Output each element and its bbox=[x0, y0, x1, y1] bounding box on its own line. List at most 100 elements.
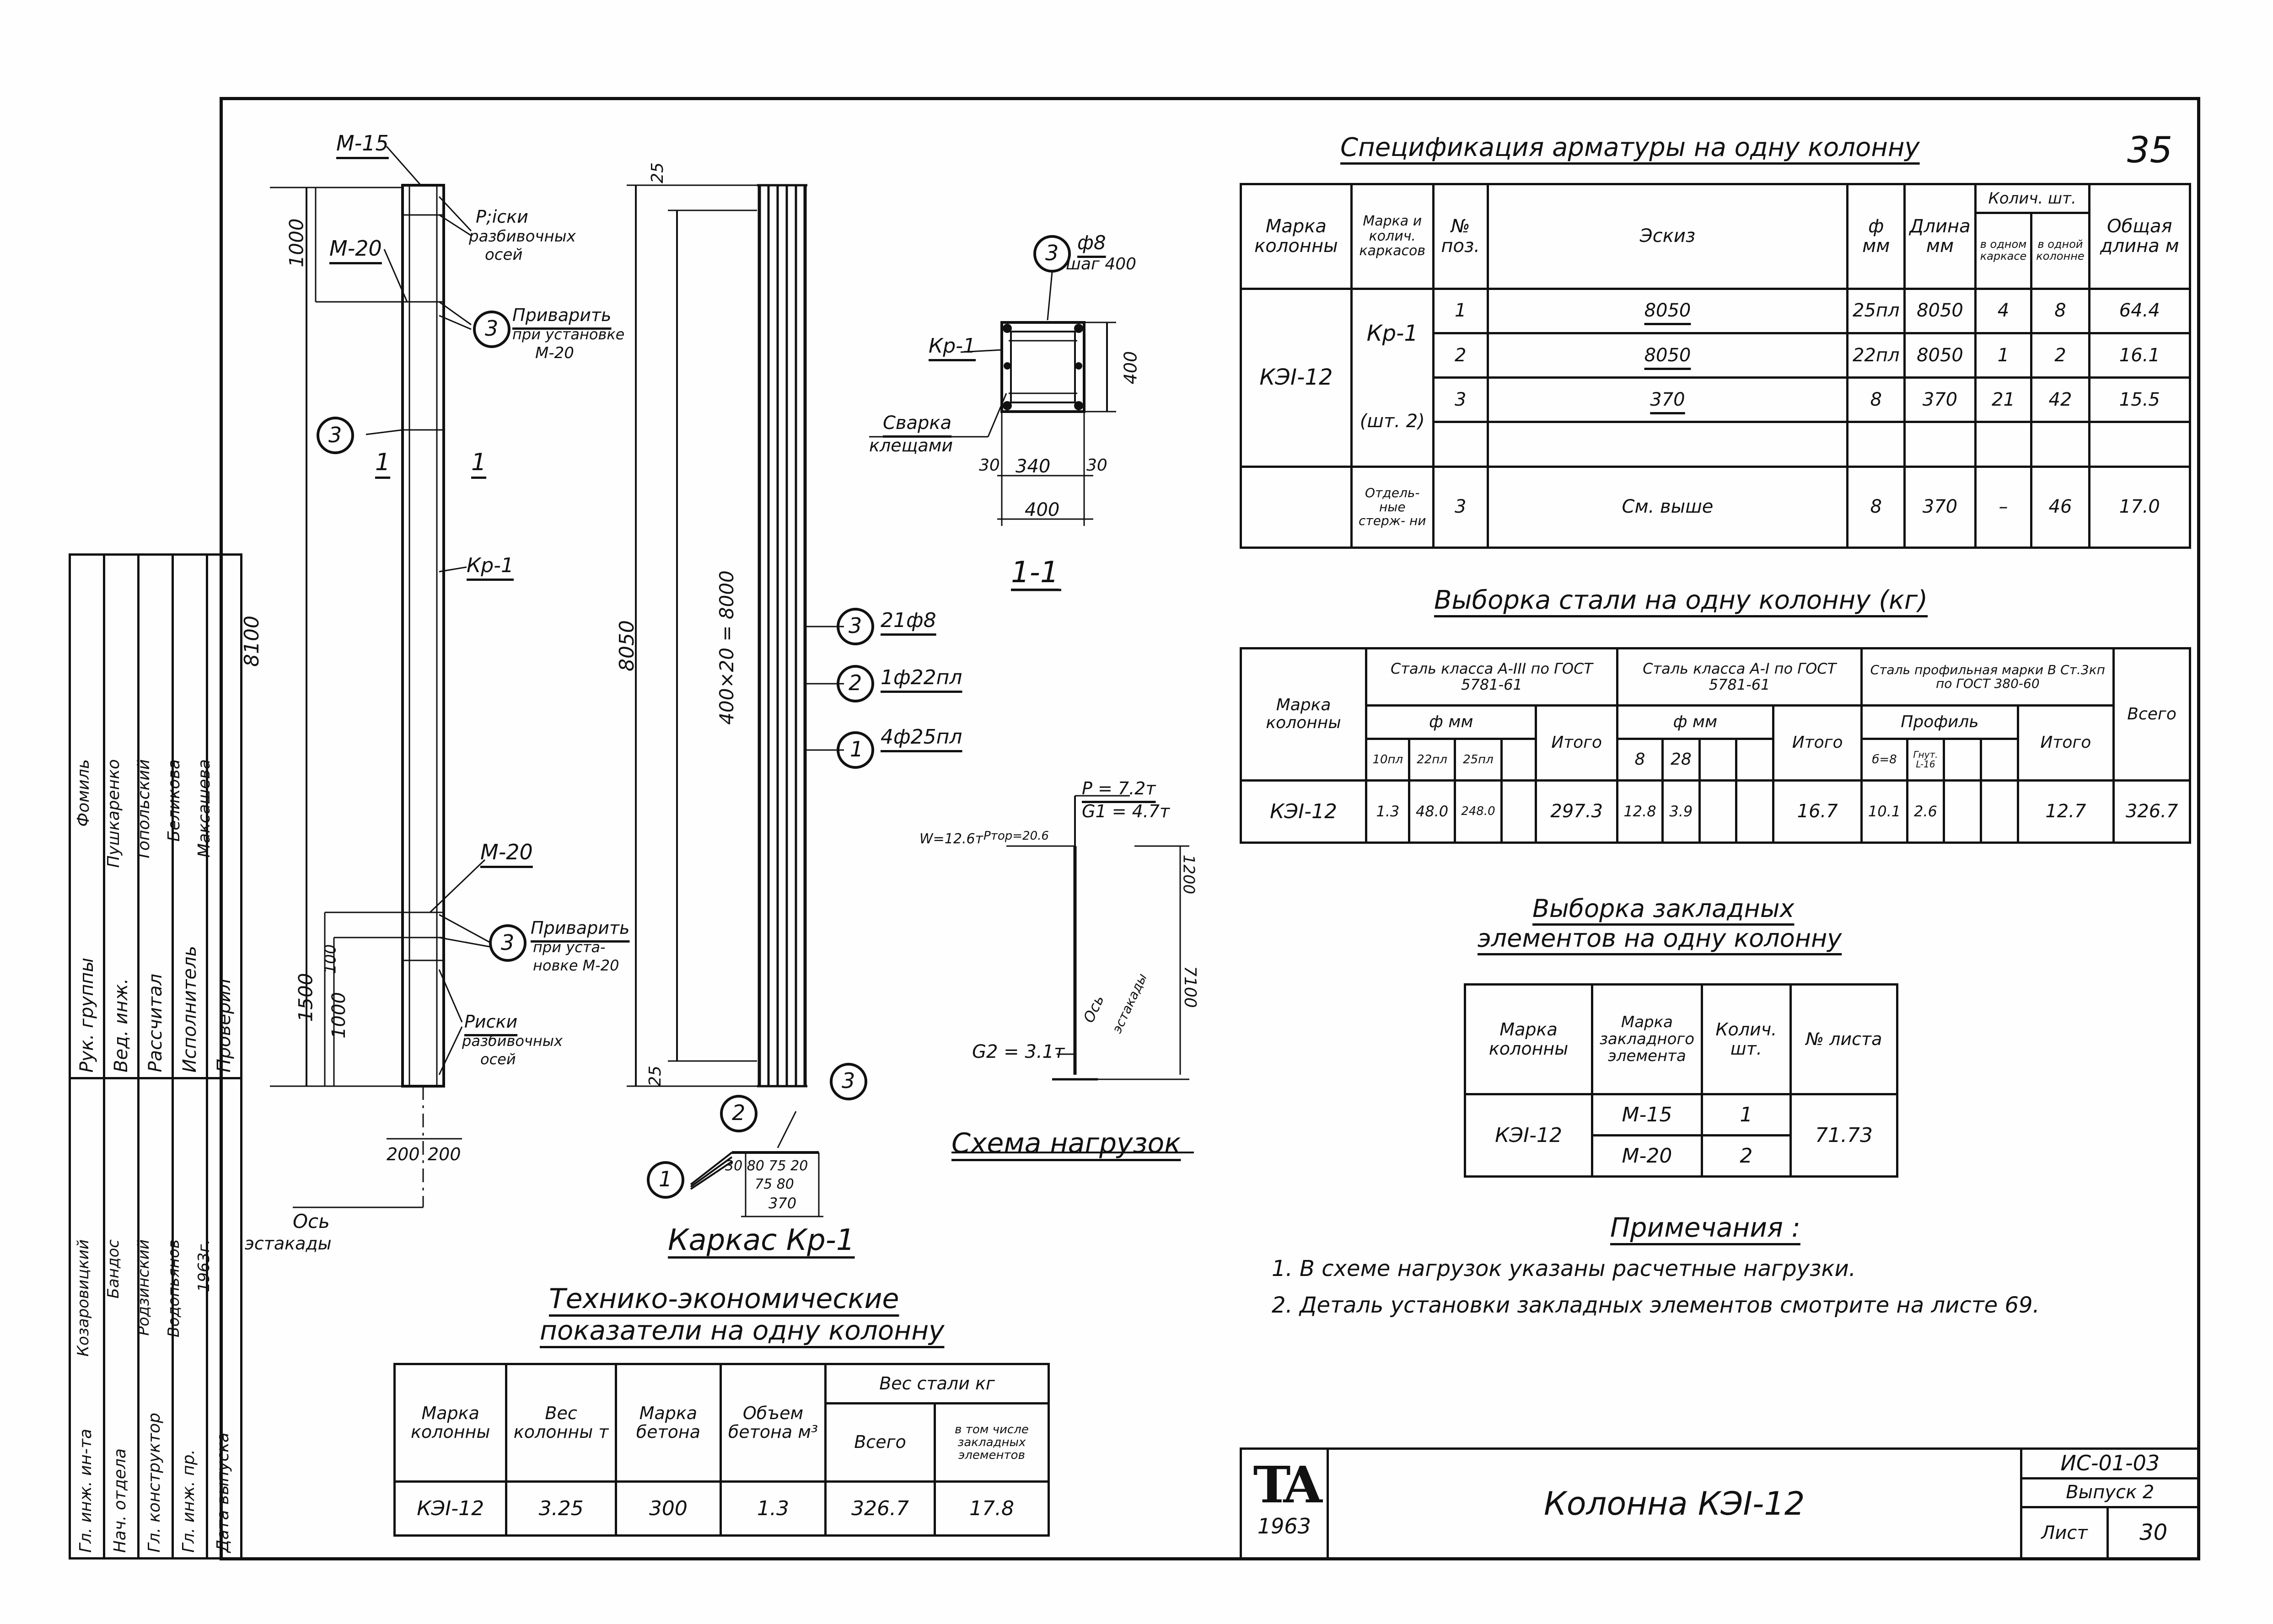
section-dim-340: 340 bbox=[1016, 456, 1051, 477]
load-caption: Схема нагрузок bbox=[951, 1127, 1181, 1159]
spec-row-1-q1: 4 bbox=[1974, 287, 2033, 334]
steel-h-d28: 28 bbox=[1661, 738, 1701, 782]
steel-row-b8: 10.1 bbox=[1860, 779, 1908, 844]
steel-h-d8: 8 bbox=[1616, 738, 1664, 782]
dim-1500: 1500 bbox=[294, 973, 317, 1022]
steel-table: Марка колонны Сталь класса А-III по ГОСТ… bbox=[1239, 647, 2191, 844]
dim-100: 100 bbox=[321, 944, 340, 974]
embed-column: КЭI-12 bbox=[1463, 1093, 1594, 1178]
load-p: P = 7.2т bbox=[1082, 778, 1156, 799]
sig-col-4: Исполнитель bbox=[172, 553, 208, 1079]
steel-h-itogo2: Итого bbox=[1772, 704, 1863, 782]
spec-column: КЭI-12 bbox=[1240, 287, 1353, 468]
steel-row-itogo1: 297.3 bbox=[1535, 779, 1618, 844]
frame-kr1 bbox=[627, 184, 874, 1217]
tech-h-concrete: Марка бетона bbox=[614, 1362, 722, 1483]
steel-row-l: 2.6 bbox=[1906, 779, 1945, 844]
spec-h-qty-col: в одной колонне bbox=[2030, 211, 2090, 290]
steel-row-blank5 bbox=[1979, 779, 2019, 844]
load-scheme bbox=[951, 795, 1194, 1153]
steel-h-blank3 bbox=[1735, 738, 1774, 782]
spec-h-d: ф мм bbox=[1846, 183, 1906, 290]
spec-empty-d bbox=[1846, 421, 1906, 468]
spec-empty-sketch bbox=[1486, 421, 1849, 468]
spec-row-3-len: 370 bbox=[1903, 376, 1977, 423]
sig-col-1b: Гл. инж. ин-та bbox=[69, 1077, 105, 1560]
section-mark-right: 1 bbox=[471, 449, 487, 476]
title-code: ИС-01-03 bbox=[2020, 1447, 2201, 1480]
dim-1000-top: 1000 bbox=[285, 218, 308, 268]
embed-row-2-qty: 2 bbox=[1700, 1134, 1792, 1178]
steel-h-blank1 bbox=[1500, 738, 1537, 782]
dim-8050-frame: 8050 bbox=[615, 620, 639, 671]
title-sheet-label: Лист bbox=[2020, 1506, 2109, 1561]
dim-200-left: 200 bbox=[387, 1144, 420, 1164]
section-mark-left: 1 bbox=[375, 449, 391, 476]
steel-row-blank1 bbox=[1500, 779, 1537, 844]
dim-25-top: 25 bbox=[648, 162, 667, 183]
spec-h-sketch: Эскиз bbox=[1486, 183, 1849, 290]
spec-sep-q1: – bbox=[1974, 465, 2033, 549]
spec-empty-len bbox=[1903, 421, 1977, 468]
section-callout: 3 bbox=[1045, 241, 1059, 265]
label-m15: М-15 bbox=[336, 131, 389, 155]
steel-row-d25: 248.0 bbox=[1453, 779, 1503, 844]
spec-row-2-q1: 1 bbox=[1974, 332, 2033, 379]
sig-col-2b: Нач. отдела bbox=[103, 1077, 140, 1560]
steel-h-a3: Сталь класса А-III по ГОСТ 5781-61 bbox=[1365, 647, 1618, 707]
tech-h-weight: Вес колонны т bbox=[505, 1362, 617, 1483]
embed-sheets: 71.73 bbox=[1789, 1093, 1899, 1178]
detail-pos-2: 2 bbox=[732, 1100, 746, 1125]
sig-role-1: Нач. отдела bbox=[111, 1448, 129, 1553]
label-weld-bottom-3: новке М-20 bbox=[533, 957, 619, 974]
sig-name-2: Родзинский bbox=[134, 1239, 153, 1336]
sig-role-4: Дата выпуска bbox=[214, 1432, 232, 1553]
steel-h-blank5 bbox=[1979, 738, 2019, 782]
label-risks-top: Р;іски bbox=[476, 207, 528, 227]
spec-row-3-d: 8 bbox=[1846, 376, 1906, 423]
pos-3-frame: 3 bbox=[849, 613, 862, 638]
spec-frame: Кр-1 bbox=[1350, 287, 1435, 378]
sig-name-8: Беликова bbox=[165, 759, 183, 842]
steel-row-total: 326.7 bbox=[2112, 779, 2191, 844]
spec-row-1-d: 25пл bbox=[1846, 287, 1906, 334]
load-dim-7100: 7100 bbox=[1180, 966, 1199, 1008]
callout-3-bottom: 3 bbox=[501, 930, 515, 955]
pos-2-frame: 2 bbox=[849, 670, 862, 695]
steel-h-d10: 10пл bbox=[1365, 738, 1411, 782]
spec-table: Марка колонны Марка и колич. каркасов № … bbox=[1240, 183, 2192, 549]
detail-pos-1: 1 bbox=[659, 1167, 672, 1191]
spec-title: Спецификация арматуры на одну колонну bbox=[1340, 133, 1920, 162]
steel-row-d28: 3.9 bbox=[1661, 779, 1701, 844]
sig-name-6: Пушкаренко bbox=[104, 759, 123, 868]
steel-h-phi2: ф мм bbox=[1616, 704, 1774, 740]
steel-h-b8: б=8 bbox=[1860, 738, 1908, 782]
spec-row-2-len: 8050 bbox=[1903, 332, 1977, 379]
bar-2-label: 1ф22пл bbox=[881, 666, 962, 689]
tech-row-total: 326.7 bbox=[824, 1480, 936, 1537]
sig-col-3b: Гл. конструктор bbox=[137, 1077, 174, 1560]
label-weld-top-2: при установке bbox=[512, 326, 625, 343]
callout-3-top: 3 bbox=[485, 316, 499, 341]
steel-row-d22: 48.0 bbox=[1408, 779, 1456, 844]
tech-table: Марка колонны Вес колонны т Марка бетона… bbox=[393, 1362, 1050, 1537]
tech-h-steel: Вес стали кг bbox=[824, 1363, 1050, 1404]
spec-h-qty-frame: в одном каркасе bbox=[1974, 211, 2033, 290]
tech-row-embedded: 17.8 bbox=[933, 1480, 1050, 1537]
title-logo-cell: ТА 1963 bbox=[1240, 1447, 1329, 1560]
embed-title: Выборка закладных bbox=[1532, 894, 1795, 923]
sig-name-1: Бандос bbox=[104, 1239, 123, 1299]
spec-row-3-pos: 3 bbox=[1432, 376, 1489, 423]
spec-h-qty: Колич. шт. bbox=[1974, 183, 2090, 214]
pos-1-frame: 1 bbox=[850, 737, 864, 761]
tech-title: Технико-экономические bbox=[549, 1283, 899, 1315]
label-kr1-column: Кр-1 bbox=[467, 554, 514, 577]
spec-row-2-pos: 2 bbox=[1432, 332, 1489, 379]
spec-separate-label: Отдель- ные стерж- ни bbox=[1350, 465, 1435, 549]
steel-h-phi: ф мм bbox=[1365, 704, 1537, 740]
label-risks-top-3: осей bbox=[485, 246, 523, 264]
sig-col-2: Вед. инж. bbox=[103, 553, 140, 1079]
sig-col-3: Рассчитал bbox=[137, 553, 174, 1079]
embed-h-col-mark: Марка колонны bbox=[1463, 983, 1594, 1095]
spec-row-3-q2: 42 bbox=[2030, 376, 2090, 423]
